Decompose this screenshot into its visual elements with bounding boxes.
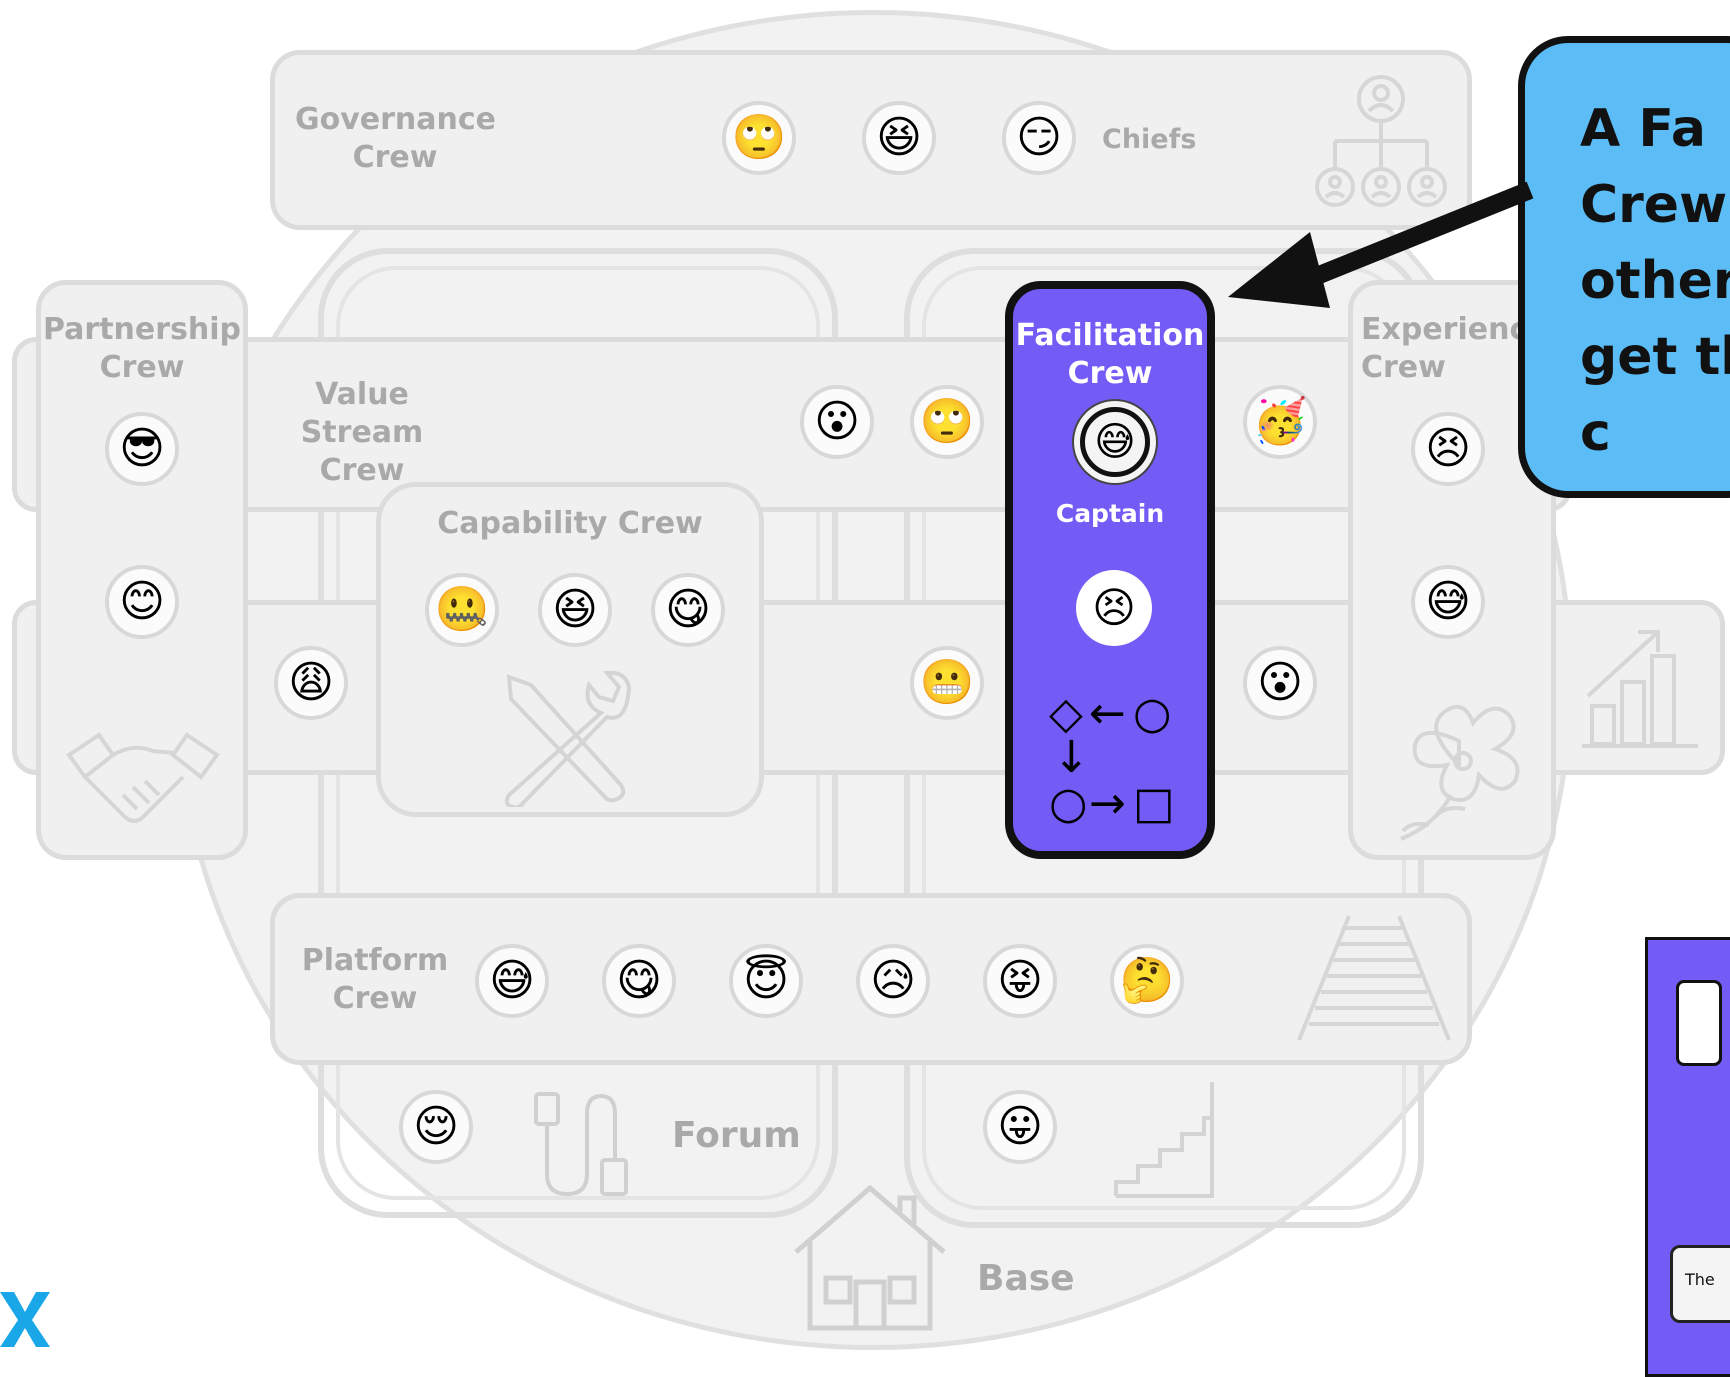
facilitation-crew-panel: Facilitation Crew 😅 Captain 😣 ◇ ← ○ ↓ ○ … [1005,281,1215,859]
value-stream-member-1[interactable]: 😮 [800,385,874,459]
right-row-member-2[interactable]: 😮 [1243,646,1317,720]
capability-crew-title: Capability Crew [437,506,703,541]
house-icon [794,1184,946,1331]
capability-member-2[interactable]: 😆 [538,573,612,647]
workflow-arrow-down-icon: ↓ [1053,732,1090,783]
platform-crew-title: Platform Crew [301,943,449,1016]
captain-member[interactable]: 😅 [1080,407,1150,477]
experience-crew-title: Experienc Crew [1361,312,1528,385]
callout-pointer-arrow [1228,181,1534,308]
stairs-icon [1114,1082,1214,1198]
workflow-arrow-left-icon: ← [1089,688,1126,739]
base-title: Base [977,1258,1075,1299]
snippet-text: The [1685,1270,1715,1289]
facilitation-member-2[interactable]: 😣 [1076,570,1152,646]
stairs-group-member-1[interactable]: 😛 [983,1090,1057,1164]
right-row-member-1[interactable]: 😬 [910,646,984,720]
experience-member-2[interactable]: 😅 [1411,565,1485,639]
platform-member-5[interactable]: 😝 [983,944,1057,1018]
governance-member-1[interactable]: 🙄 [722,101,796,175]
value-stream-member-2[interactable]: 🙄 [910,385,984,459]
capability-member-1[interactable]: 🤐 [425,573,499,647]
partnership-member-2[interactable]: 😊 [105,565,179,639]
snippet-card: The [1670,1245,1730,1323]
bar-chart-icon [1582,630,1698,748]
workflow-square-icon: □ [1133,778,1175,829]
flower-icon [1400,704,1520,841]
platform-member-2[interactable]: 😋 [602,944,676,1018]
partnership-crew-panel: Partnership Crew 😎 😊 [36,280,248,860]
partnership-crew-title: Partnership Crew [42,312,242,385]
chiefs-label: Chiefs [1102,124,1197,155]
usb-cable-icon [534,1092,628,1197]
value-stream-member-3[interactable]: 🥳 [1243,385,1317,459]
platform-member-1[interactable]: 😅 [475,944,549,1018]
partnership-member-1[interactable]: 😎 [105,412,179,486]
logo-mark [0,1292,50,1347]
platform-member-3[interactable]: 😇 [729,944,803,1018]
workflow-arrow-right-icon: → [1089,778,1126,829]
captain-label: Captain [1055,499,1165,528]
workflow-diagram: ◇ ← ○ ↓ ○ → □ [1049,689,1179,839]
workflow-circle-icon-2: ○ [1049,778,1088,829]
value-stream-member-4[interactable]: 😩 [274,646,348,720]
governance-crew-title: Governance Crew [295,102,497,175]
callout-text: A Fa Crew other get th c [1580,99,1730,463]
capability-crew-panel: Capability Crew 🤐 😆 😋 [376,482,764,817]
callout-bubble: A Fa Crew other get th c [1518,36,1730,498]
facilitation-crew-title: Facilitation Crew [1015,318,1205,391]
platform-crew-panel: Platform Crew 😅 😋 😇 😥 😝 🤔 [270,893,1472,1065]
tools-icon [504,670,632,807]
capability-member-3[interactable]: 😋 [651,573,725,647]
workflow-circle-icon: ○ [1133,688,1172,739]
experience-member-1[interactable]: 😣 [1411,412,1485,486]
handshake-icon [66,732,220,823]
org-chart-icon [1315,75,1447,207]
railway-track-icon [1297,915,1451,1041]
snippet-block [1676,980,1722,1066]
governance-member-3[interactable]: 😏 [1002,101,1076,175]
value-stream-crew-title: Value Stream Crew [300,377,424,488]
platform-member-4[interactable]: 😥 [856,944,930,1018]
governance-member-2[interactable]: 😆 [862,101,936,175]
preview-snippet: The [1645,937,1730,1377]
forum-member-1[interactable]: 😌 [399,1090,473,1164]
platform-member-6[interactable]: 🤔 [1110,944,1184,1018]
governance-crew-panel: Governance Crew 🙄 😆 😏 Chiefs [270,50,1472,230]
workflow-diamond-icon: ◇ [1049,688,1083,739]
forum-title: Forum [672,1115,801,1156]
